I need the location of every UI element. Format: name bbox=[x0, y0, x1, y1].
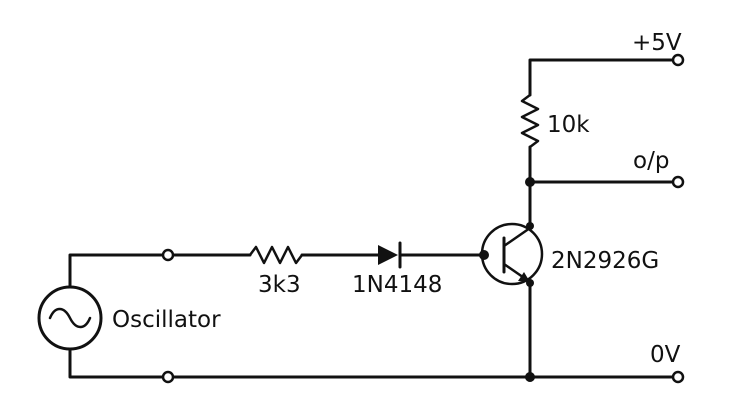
base-dot bbox=[479, 250, 489, 260]
output-junction bbox=[525, 177, 535, 187]
oscillator-symbol bbox=[37, 285, 103, 351]
ground-terminal bbox=[671, 370, 685, 384]
base-resistor-label: 3k3 bbox=[258, 272, 301, 298]
source-top-wire bbox=[68, 253, 170, 289]
collector-resistor-label: 10k bbox=[547, 112, 590, 138]
source-bottom-wire bbox=[68, 347, 680, 379]
diode-label: 1N4148 bbox=[352, 272, 442, 298]
supply-terminal bbox=[671, 53, 685, 67]
input-terminal-bottom bbox=[161, 370, 175, 384]
resistor-3k3 bbox=[248, 245, 304, 265]
supply-label: +5V bbox=[632, 30, 682, 56]
collector-dot bbox=[526, 222, 534, 230]
diode-1n4148 bbox=[378, 241, 402, 269]
input-terminal-top bbox=[161, 248, 175, 262]
ground-junction bbox=[525, 372, 535, 382]
emitter-dot bbox=[526, 279, 534, 287]
transistor-2n2926g bbox=[480, 222, 544, 286]
output-label: o/p bbox=[633, 148, 669, 174]
output-terminal bbox=[671, 175, 685, 189]
source-label: Oscillator bbox=[112, 307, 221, 333]
supply-wire bbox=[528, 58, 680, 97]
ground-label: 0V bbox=[650, 342, 681, 368]
resistor-10k bbox=[520, 93, 540, 149]
transistor-label: 2N2926G bbox=[551, 248, 659, 274]
